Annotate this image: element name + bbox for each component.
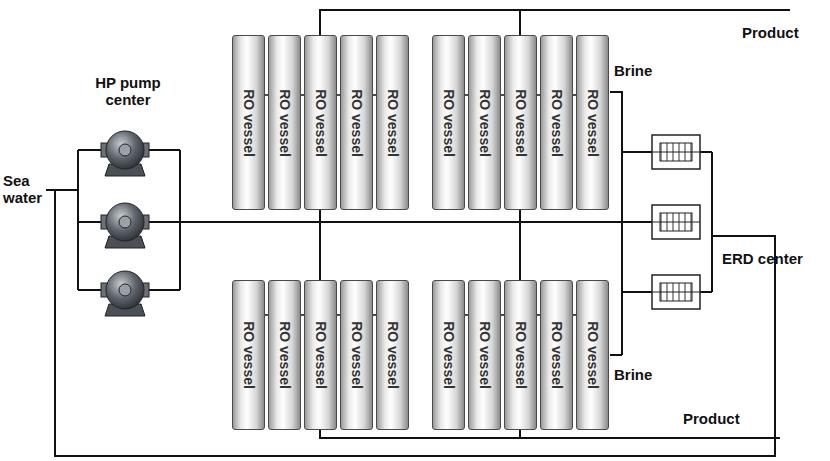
vessel-label: RO vessel [477,321,493,389]
vessel-label: RO vessel [513,321,529,389]
vessel-label: RO vessel [477,89,493,157]
erd-units [652,135,700,309]
vessel-label: RO vessel [241,321,257,389]
vessel-label: RO vessel [313,321,329,389]
ro-vessel: RO vessel [504,35,537,210]
ro-vessel: RO vessel [268,280,301,430]
plain-label: Brine [614,62,674,79]
pump-casing [106,203,144,241]
erd-unit [652,135,700,169]
erd-axis [652,292,700,293]
pump-hub [119,216,131,228]
ro-vessel: RO vessel [540,280,573,430]
ro-vessel: RO vessel [468,280,501,430]
pump-casing [106,131,144,169]
vessel-label: RO vessel [349,89,365,157]
ro-vessel: RO vessel [468,35,501,210]
vessel-label: RO vessel [513,89,529,157]
ro-vessel: RO vessel [340,35,373,210]
erd-outlet [700,291,712,293]
pump-manifold [78,221,104,223]
ro-vessel: RO vessel [432,280,465,430]
ro-vessel: RO vessel [432,35,465,210]
erd-axis [652,222,700,223]
pump-manifold [78,149,104,151]
vessel-label: RO vessel [585,321,601,389]
vessel-label: RO vessel [241,89,257,157]
ro-vessel: RO vessel [268,35,301,210]
product-line [519,430,521,438]
ro-vessel: RO vessel [376,280,409,430]
erd-body [652,205,700,239]
feed-line [519,210,521,280]
seawater-line [46,189,78,191]
plain-label: Sea water [3,172,47,207]
seawater-bypass [55,190,775,456]
feed-line [146,221,652,223]
plain-label: Product [683,410,763,427]
ro-vessel: RO vessel [376,35,409,210]
ro-vessel: RO vessel [576,280,609,430]
vessel-label: RO vessel [385,321,401,389]
pump-manifold [146,149,180,151]
erd-body [652,275,700,309]
ro-vessel: RO vessel [304,35,337,210]
vessel-label: RO vessel [549,321,565,389]
hp-pumps [101,131,149,316]
ro-vessel: RO vessel [304,280,337,430]
pump-casing [106,271,144,309]
ro-vessel: RO vessel [540,35,573,210]
pump-manifold [78,289,104,291]
pump-hub [119,284,131,296]
plain-label: Brine [614,366,674,383]
pump-manifold [146,289,180,291]
vessel-label: RO vessel [277,321,293,389]
erd-unit [652,275,700,309]
erd-body [652,135,700,169]
vessel-label: RO vessel [441,321,457,389]
ro-vessel: RO vessel [504,280,537,430]
vessel-label: RO vessel [385,89,401,157]
erd-unit [652,205,700,239]
vessel-label: RO vessel [549,89,565,157]
brine-line [622,151,652,153]
product-line [320,430,780,438]
product-line [519,10,521,35]
pump-hub [119,144,131,156]
vessel-label: RO vessel [441,89,457,157]
feed-line [319,210,321,280]
pump-symbol [101,271,149,316]
vessel-label: RO vessel [313,89,329,157]
ro-vessel: RO vessel [232,35,265,210]
pump-symbol [101,131,149,176]
pump-manifold [179,150,181,290]
brine-line [621,292,623,355]
ro-vessel: RO vessel [232,280,265,430]
erd-outlet [711,152,713,292]
product-line [320,10,790,35]
pump-symbol [101,203,149,248]
plain-label: Product [742,24,822,41]
vessel-label: RO vessel [349,321,365,389]
pipe-lines [46,10,790,456]
vessel-label: RO vessel [585,89,601,157]
plain-label: HP pump center [88,74,168,109]
brine-line [610,354,622,356]
ro-vessel: RO vessel [340,280,373,430]
ro-vessel: RO vessel [576,35,609,210]
vessel-label: RO vessel [277,89,293,157]
pump-manifold [77,150,79,290]
brine-line [610,92,652,292]
erd-axis [652,152,700,153]
plain-label: ERD center [722,250,822,267]
erd-outlet [700,151,712,153]
